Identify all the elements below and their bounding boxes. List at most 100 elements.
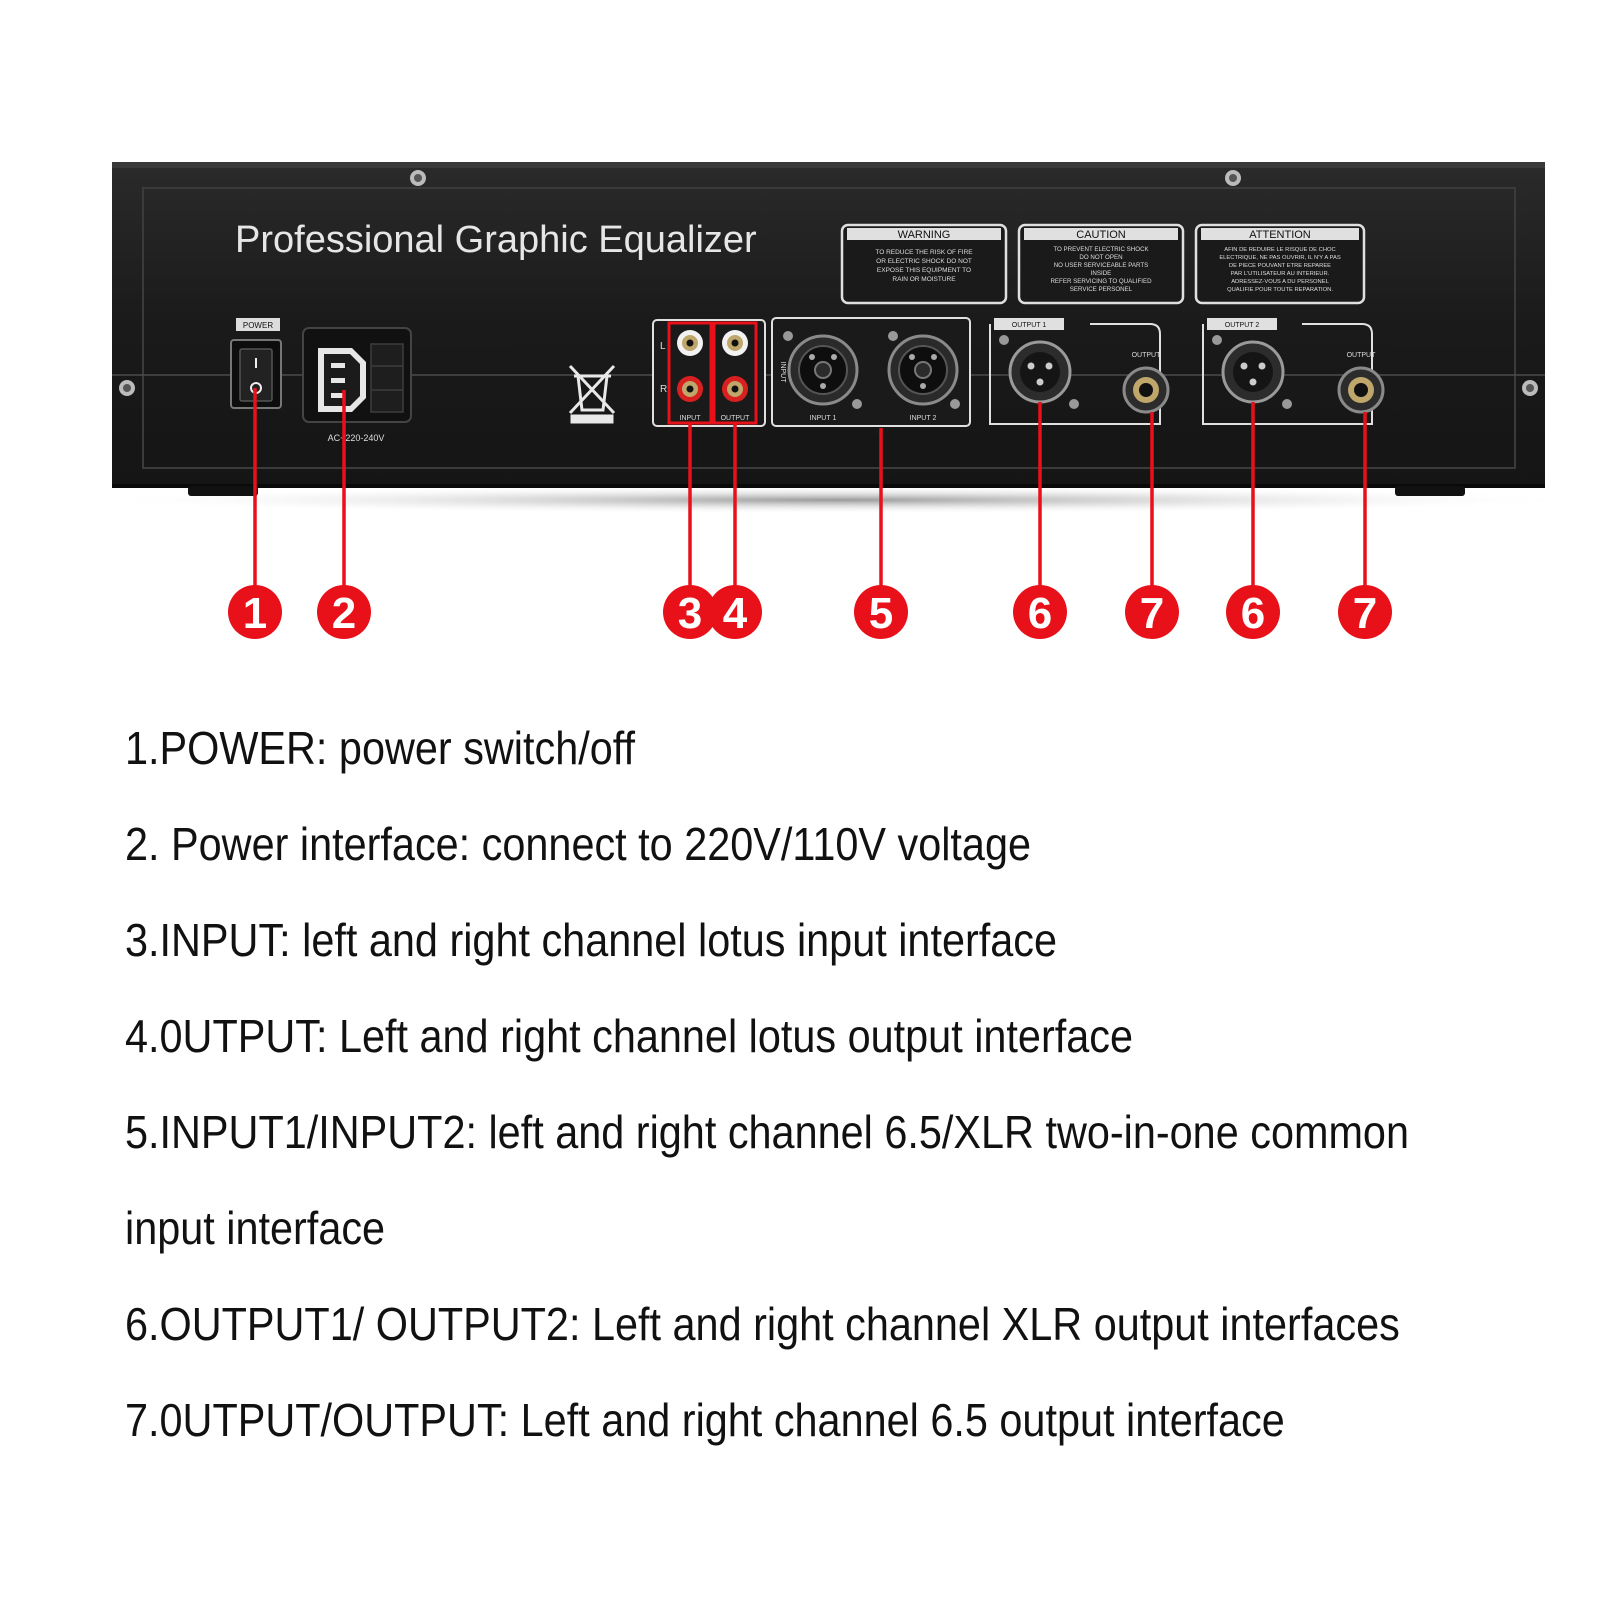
caution-text-line: DO NOT OPEN [1079,254,1122,261]
ac-power-socket: AC~220-240V [302,327,412,443]
legend-item: 5.INPUT1/INPUT2: left and right channel … [125,1106,1409,1158]
legend-item: 1.POWER: power switch/off [125,722,636,774]
combo-input-2-label: INPUT 2 [910,415,937,422]
equalizer-diagram: Professional Graphic Equalizer WARNING T… [75,162,1595,639]
attention-text-line: ELECTRIQUE, NE PAS OUVRIR, IL N'Y A PAS [1219,255,1341,261]
caution-title: CAUTION [1076,229,1126,241]
xlr-jack-output-1 [1008,340,1072,404]
quarter-inch-jack-output-1 [1122,366,1170,414]
rca-jack-input-left [677,330,703,356]
quarter-inch-jack-output-2 [1337,366,1385,414]
screw-icon [119,380,135,396]
power-switch-label: POWER [243,321,273,330]
screw-icon [1225,170,1241,186]
combo-jack-input-1 [787,334,859,406]
rca-input-highlight [667,321,713,425]
callout-badge: 7 [1125,585,1179,639]
attention-text-line: AFIN DE REDUIRE LE RISQUE DE CHOC [1224,247,1335,253]
legend-item: 2. Power interface: connect to 220V/110V… [125,818,1032,870]
warning-text-line: TO REDUCE THE RISK OF FIRE [875,249,973,256]
caution-text-line: TO PREVENT ELECTRIC SHOCK [1053,246,1149,253]
rca-jack-output-left [722,330,748,356]
chassis-foot-left [188,486,258,496]
rca-input-label: INPUT [680,415,702,422]
combo-jack-input-2 [887,334,959,406]
callout-number: 2 [332,589,356,638]
legend-item-continuation: input interface [125,1202,386,1254]
legend-item: 6.OUTPUT1/ OUTPUT2: Left and right chann… [125,1298,1400,1350]
output-2-panel: OUTPUT 2 OUTPUT [1202,318,1385,425]
warning-title: WARNING [898,229,951,241]
screw-icon [783,331,793,341]
floor-shadow [75,486,1595,514]
attention-text-line: ADRESSEZ-VOUS A DU PERSONEL [1231,279,1329,285]
screw-icon [999,335,1009,345]
attention-text-line: DE PIECE POUVANT ETRE REPAREE [1229,263,1331,269]
combo-input-panel: INPUT INPUT 1 INPUT 2 [771,317,971,427]
weee-recycle-icon [568,364,616,424]
caution-text-line: NO USER SERVICEABLE PARTS [1054,262,1149,269]
callout-number: 6 [1241,589,1265,638]
panel-title: Professional Graphic Equalizer [235,219,757,261]
rca-jack-output-right [722,376,748,402]
rca-panel: L R INPUT OUTPUT [652,319,766,427]
callout-badge: 2 [317,585,371,639]
caution-text-line: REFER SERVICING TO QUALIFIED [1050,278,1152,285]
screw-icon [1522,380,1538,396]
jack-output-label-1: OUTPUT [1132,352,1162,359]
screw-icon [410,170,426,186]
rca-jack-input-right [677,376,703,402]
chassis-inner-frame [142,187,1516,469]
callout-leaders [253,388,1367,592]
output-2-tag: OUTPUT 2 [1225,322,1260,329]
callout-number: 5 [869,589,893,638]
warning-text-line: EXPOSE THIS EQUIPMENT TO [877,267,971,274]
warning-text-line: OR ELECTRIC SHOCK DO NOT [876,258,972,265]
callout-number: 7 [1140,589,1164,638]
combo-input-1-label: INPUT 1 [810,415,837,422]
rca-output-highlight [712,321,758,425]
callout-badge: 6 [1226,585,1280,639]
callout-badge: 5 [854,585,908,639]
caution-text-line: INSIDE [1091,270,1112,277]
callout-badges: 1 2 3 4 5 6 7 6 [228,585,1392,639]
warning-label-box: WARNING TO REDUCE THE RISK OF FIRE OR EL… [840,223,1008,305]
ac-voltage-label: AC~220-240V [328,433,385,443]
caution-text-line: SERVICE PERSONEL [1070,286,1133,293]
jack-output-label-2: OUTPUT [1347,352,1377,359]
callout-number: 7 [1353,589,1377,638]
callout-badge: 7 [1338,585,1392,639]
attention-label-box: ATTENTION AFIN DE REDUIRE LE RISQUE DE C… [1194,223,1366,305]
screw-icon [1212,335,1222,345]
screw-icon [950,399,960,409]
xlr-jack-output-2 [1221,340,1285,404]
callout-badge: 4 [708,585,762,639]
attention-text-line: PAR L'UTILISATEUR AU INTERIEUR. [1231,271,1330,277]
callout-number: 4 [723,589,748,638]
callout-badge: 1 [228,585,282,639]
callout-badge: 3 [663,585,717,639]
rca-left-label: L [660,341,666,352]
legend-item: 7.0UTPUT/OUTPUT: Left and right channel … [125,1394,1285,1446]
chassis-foot-right [1395,486,1465,496]
rca-output-label: OUTPUT [721,415,751,422]
attention-text-line: QUALIFIE POUR TOUTE REPARATION. [1227,287,1333,293]
equalizer-rear-panel: Professional Graphic Equalizer WARNING T… [112,162,1545,496]
legend-item: 4.0UTPUT: Left and right channel lotus o… [125,1010,1133,1062]
combo-side-label: INPUT [779,362,786,384]
rca-right-label: R [660,384,667,395]
output-1-panel: OUTPUT 1 OUTPUT [989,318,1170,425]
screw-icon [852,399,862,409]
screw-icon [888,331,898,341]
screw-icon [1069,399,1079,409]
callout-badge: 6 [1013,585,1067,639]
attention-title: ATTENTION [1249,229,1311,241]
callout-number: 1 [243,589,267,638]
screw-icon [1282,399,1292,409]
legend-item: 3.INPUT: left and right channel lotus in… [125,914,1058,966]
output-1-tag: OUTPUT 1 [1012,322,1047,329]
warning-text-line: RAIN OR MOISTURE [892,276,956,283]
callout-number: 3 [678,589,702,638]
caution-label-box: CAUTION TO PREVENT ELECTRIC SHOCK DO NOT… [1017,223,1185,305]
legend: 1.POWER: power switch/off 2. Power inter… [125,700,1565,1468]
